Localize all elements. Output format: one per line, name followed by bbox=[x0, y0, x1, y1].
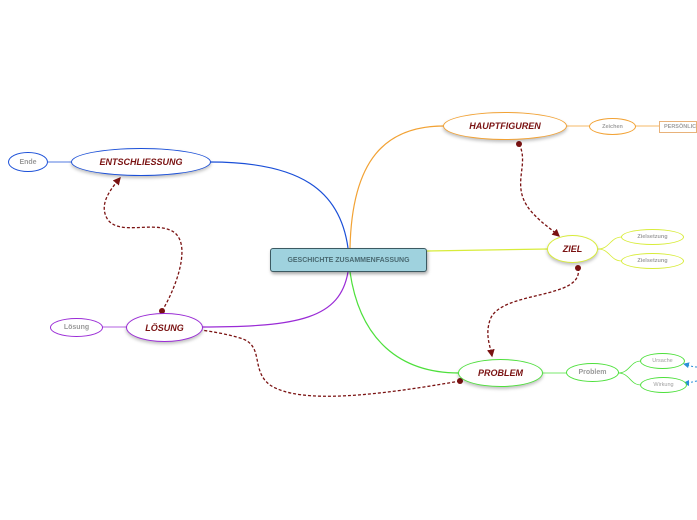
relation-start-dot bbox=[575, 265, 581, 271]
link-wirkung bbox=[617, 372, 642, 386]
subtopic-zielsetzung-2[interactable]: Zielsetzung bbox=[621, 253, 684, 269]
branch-entschliessung bbox=[209, 161, 349, 249]
link-zielsetzung-1 bbox=[597, 236, 623, 250]
topic-ziel[interactable]: ZIEL bbox=[547, 235, 598, 263]
link-zielsetzung-2 bbox=[597, 248, 623, 262]
relation-start-dot bbox=[516, 141, 522, 147]
subtopic-persoenlich[interactable]: PERSÖNLIC bbox=[659, 121, 697, 133]
subtopic-wirkung[interactable]: Wirkung bbox=[640, 377, 687, 393]
relation-loesung-entschliessung bbox=[103, 177, 183, 312]
branch-loesung bbox=[201, 271, 349, 328]
subtopic-ursache[interactable]: Ursache bbox=[640, 353, 685, 369]
subtopic-problem[interactable]: Problem bbox=[566, 363, 619, 382]
relation-hauptfiguren-ziel bbox=[518, 143, 560, 237]
relation-problem-loesung bbox=[184, 325, 461, 397]
link-ursache bbox=[617, 360, 642, 374]
branch-problem bbox=[349, 271, 460, 374]
relation-ziel-problem bbox=[486, 267, 579, 358]
central-topic[interactable]: GESCHICHTE ZUSAMMENFASSUNG bbox=[270, 248, 427, 272]
topic-loesung[interactable]: LÖSUNG bbox=[126, 313, 203, 342]
subtopic-loesung[interactable]: Lösung bbox=[50, 318, 103, 337]
relation-ursache-right bbox=[683, 362, 697, 369]
relation-start-dot bbox=[457, 378, 463, 384]
topic-hauptfiguren[interactable]: HAUPTFIGUREN bbox=[443, 112, 567, 140]
branch-ziel bbox=[426, 248, 549, 252]
topic-entschliessung[interactable]: ENTSCHLIESSUNG bbox=[71, 148, 211, 176]
topic-problem[interactable]: PROBLEM bbox=[458, 359, 543, 387]
subtopic-zeichen[interactable]: Zeichen bbox=[589, 118, 636, 135]
branch-hauptfiguren bbox=[349, 125, 445, 249]
subtopic-ende[interactable]: Ende bbox=[8, 152, 48, 172]
subtopic-zielsetzung-1[interactable]: Zielsetzung bbox=[621, 229, 684, 245]
